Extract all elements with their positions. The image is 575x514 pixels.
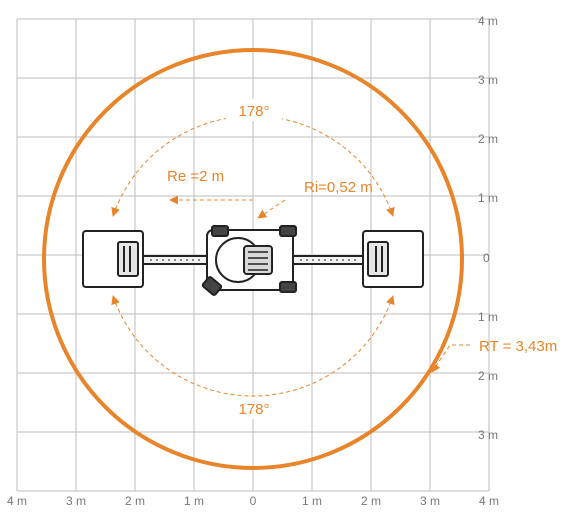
total-radius-label: RT = 3,43m (479, 338, 557, 355)
x-tick-label: 0 (250, 494, 257, 508)
x-tick-label: 4 m (7, 494, 27, 508)
lower-swing-arc (111, 295, 395, 397)
y-tick-label: 2 m (478, 369, 498, 383)
right-boom (292, 255, 364, 265)
machine-top-view (82, 225, 424, 296)
outer-turning-radius-label: Re =2 m (167, 168, 224, 185)
inner-radius-line (257, 199, 286, 219)
y-tick-labels: 4 m 3 m 2 m 1 m 0 1 m 2 m 3 m (478, 14, 498, 442)
x-tick-label: 1 m (184, 494, 204, 508)
total-turning-circle (42, 48, 464, 470)
y-tick-label: 1 m (478, 191, 498, 205)
x-tick-label: 3 m (66, 494, 86, 508)
angle-bottom-label: 178° (238, 401, 269, 418)
x-tick-label: 2 m (361, 494, 381, 508)
y-tick-label: 1 m (478, 310, 498, 324)
angle-bottom-label-bg (226, 397, 282, 419)
y-tick-label: 3 m (478, 428, 498, 442)
y-tick-label: 2 m (478, 132, 498, 146)
x-tick-label: 2 m (125, 494, 145, 508)
angle-top-label-bg (226, 99, 282, 121)
angle-top-label: 178° (238, 103, 269, 120)
inner-turning-radius-label: Ri=0,52 m (304, 179, 373, 196)
x-tick-label: 4 m (479, 494, 499, 508)
y-tick-label: 4 m (478, 14, 498, 28)
x-tick-label: 1 m (302, 494, 322, 508)
y-tick-label: 3 m (478, 73, 498, 87)
x-tick-labels: 4 m 3 m 2 m 1 m 0 1 m 2 m 3 m 4 m (7, 494, 499, 508)
x-tick-label: 3 m (420, 494, 440, 508)
y-tick-label: 0 (483, 251, 490, 265)
